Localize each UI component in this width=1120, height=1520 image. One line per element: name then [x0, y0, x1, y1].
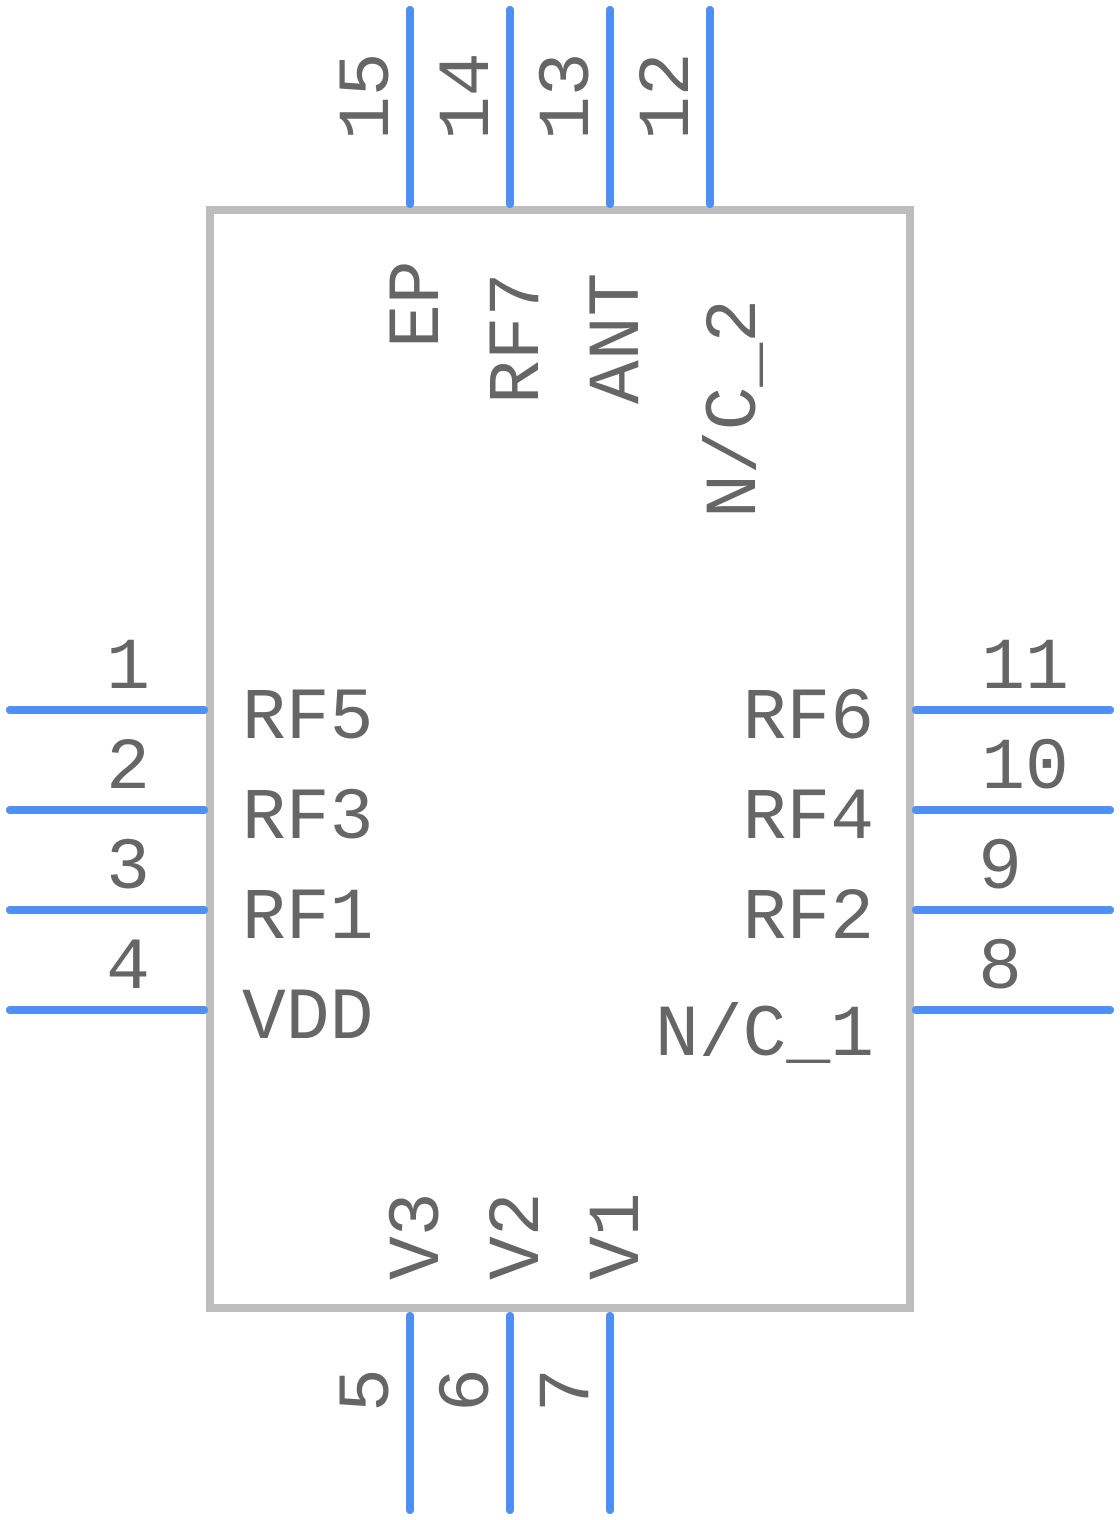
pin-14-name: RF7	[477, 273, 560, 404]
pin-6-number: 6	[427, 1368, 510, 1412]
pin-2: 2 RF3	[6, 727, 373, 860]
pin-4-name: VDD	[242, 977, 373, 1060]
pin-6-name: V2	[477, 1192, 560, 1280]
pin-12: 12 N/C_2	[627, 6, 777, 518]
pin-8: 8 N/C_1	[655, 927, 1114, 1077]
pin-5: 5 V3	[327, 1192, 460, 1514]
right-pins: 11 RF6 10 RF4 9 RF2 8 N/C_1	[655, 627, 1114, 1077]
pin-3-number: 3	[106, 827, 150, 910]
pin-13-name: ANT	[577, 273, 660, 404]
pin-15-name: EP	[377, 260, 460, 348]
pin-1-number: 1	[106, 627, 150, 710]
pin-5-name: V3	[377, 1192, 460, 1280]
pin-10: 10 RF4	[743, 727, 1114, 860]
pin-4-number: 4	[106, 927, 150, 1010]
pin-12-number: 12	[627, 52, 710, 140]
pin-11-number: 11	[981, 627, 1069, 710]
pin-7-number: 7	[527, 1368, 610, 1412]
pin-14: 14 RF7	[427, 6, 560, 404]
pin-12-name: N/C_2	[694, 299, 777, 518]
pin-13: 13 ANT	[527, 6, 660, 404]
pin-4: 4 VDD	[6, 927, 373, 1060]
pin-2-name: RF3	[242, 777, 373, 860]
pin-13-number: 13	[527, 52, 610, 140]
pin-15: 15 EP	[327, 6, 460, 348]
pin-1: 1 RF5	[6, 627, 373, 760]
pin-11-name: RF6	[743, 677, 874, 760]
pin-9-number: 9	[978, 827, 1022, 910]
bottom-pins: 5 V3 6 V2 7 V1	[327, 1192, 660, 1514]
pin-7-name: V1	[577, 1192, 660, 1280]
pin-7: 7 V1	[527, 1192, 660, 1514]
component-body	[206, 206, 914, 1312]
pin-1-name: RF5	[242, 677, 373, 760]
left-pins: 1 RF5 2 RF3 3 RF1 4 VDD	[6, 627, 373, 1060]
pin-15-number: 15	[327, 52, 410, 140]
pin-9-name: RF2	[743, 877, 874, 960]
pin-8-name: N/C_1	[655, 994, 874, 1077]
pin-9: 9 RF2	[743, 827, 1114, 960]
pin-11: 11 RF6	[743, 627, 1114, 760]
pin-5-number: 5	[327, 1368, 410, 1412]
pin-3: 3 RF1	[6, 827, 373, 960]
pin-8-number: 8	[978, 927, 1022, 1010]
pin-10-name: RF4	[743, 777, 874, 860]
pin-2-number: 2	[106, 727, 150, 810]
pin-14-number: 14	[427, 52, 510, 140]
pin-6: 6 V2	[427, 1192, 560, 1514]
top-pins: 15 EP 14 RF7 13 ANT 12 N/C_2	[327, 6, 777, 518]
pin-10-number: 10	[981, 727, 1069, 810]
pin-3-name: RF1	[242, 877, 373, 960]
